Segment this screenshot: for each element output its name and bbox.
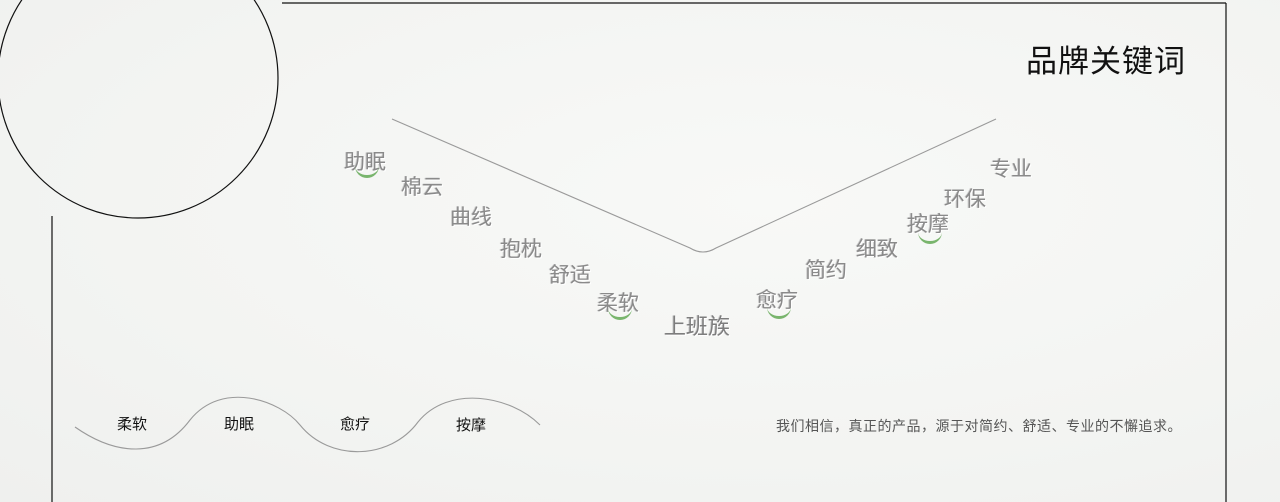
keyword-right-2: 简约 xyxy=(805,258,847,282)
wave-label-4: 按摩 xyxy=(456,416,487,434)
keyword-right-3: 细致 xyxy=(856,237,898,261)
keyword-right-6: 专业 xyxy=(990,157,1032,181)
smile-icon xyxy=(767,307,791,319)
smile-icon xyxy=(355,166,379,178)
keyword-center: 上班族 xyxy=(664,315,731,340)
page-title: 品牌关键词 xyxy=(1026,44,1186,80)
corner-circle xyxy=(0,0,279,219)
wave-label-2: 助眠 xyxy=(224,415,255,433)
keyword-right-5: 环保 xyxy=(944,187,986,211)
keyword-left-4: 抱枕 xyxy=(500,237,542,261)
keyword-left-2: 棉云 xyxy=(401,175,443,199)
keyword-left-3: 曲线 xyxy=(450,205,492,229)
smile-icon xyxy=(918,232,942,244)
v-curve xyxy=(391,118,997,253)
tagline: 我们相信，真正的产品，源于对简约、舒适、专业的不懈追求。 xyxy=(776,419,1182,435)
smile-icon xyxy=(608,308,632,320)
keyword-left-5: 舒适 xyxy=(549,263,591,287)
wave-label-1: 柔软 xyxy=(117,415,148,433)
wave-line xyxy=(74,396,541,453)
wave-label-3: 愈疗 xyxy=(340,415,371,433)
